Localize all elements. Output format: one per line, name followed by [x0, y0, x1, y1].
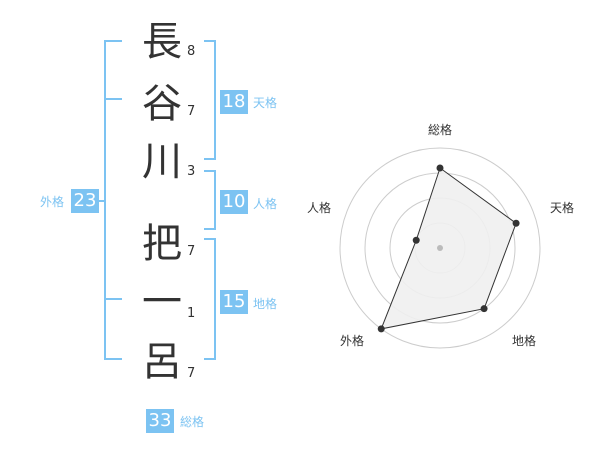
jinkaku-value-badge: 10 — [220, 190, 248, 214]
radar-point-3 — [480, 305, 488, 313]
radar-ring — [339, 147, 541, 349]
gaikaku-value-badge: 23 — [71, 189, 99, 213]
radar-axis-label-tenkaku: 天格 — [550, 200, 574, 215]
tenkaku-label: 天格 — [253, 96, 278, 110]
radar-center — [437, 245, 443, 251]
radar-points — [377, 164, 520, 333]
jinkaku-label: 人格 — [253, 197, 278, 211]
stroke-count-4: 7 — [187, 244, 196, 259]
radar-point-2 — [512, 219, 520, 227]
name-char-1: 長 — [142, 19, 182, 65]
name-char-3: 川 — [142, 139, 182, 185]
stroke-count-1: 8 — [187, 44, 196, 59]
radar-axis-label-gaikaku: 外格 — [340, 333, 364, 348]
name-char-5: 一 — [142, 279, 182, 325]
radar-area — [380, 167, 517, 330]
name-char-4: 把 — [142, 221, 182, 267]
gaikaku-label: 外格 — [40, 195, 65, 209]
radar-chart: 総格 天格 地格 外格 人格 — [307, 122, 574, 349]
stroke-count-6: 7 — [187, 366, 196, 381]
chikaku-value-badge: 15 — [220, 290, 248, 314]
soukaku-value-badge: 33 — [146, 409, 174, 433]
chikaku-label: 地格 — [253, 297, 278, 311]
stroke-count-5: 1 — [187, 306, 196, 321]
radar-point-4 — [377, 325, 385, 333]
name-char-6: 呂 — [142, 339, 182, 385]
radar-point-5 — [412, 236, 420, 244]
tenkaku-value-badge: 18 — [220, 90, 248, 114]
radar-axis-label-soukaku: 総格 — [428, 122, 452, 137]
radar-axis-label-chikaku: 地格 — [512, 333, 536, 348]
stroke-count-2: 7 — [187, 104, 196, 119]
soukaku-label: 総格 — [180, 415, 205, 429]
radar-axis-label-jinkaku: 人格 — [307, 200, 331, 215]
stroke-count-3: 3 — [187, 164, 196, 179]
name-char-2: 谷 — [142, 81, 182, 127]
radar-point-1 — [436, 164, 444, 172]
